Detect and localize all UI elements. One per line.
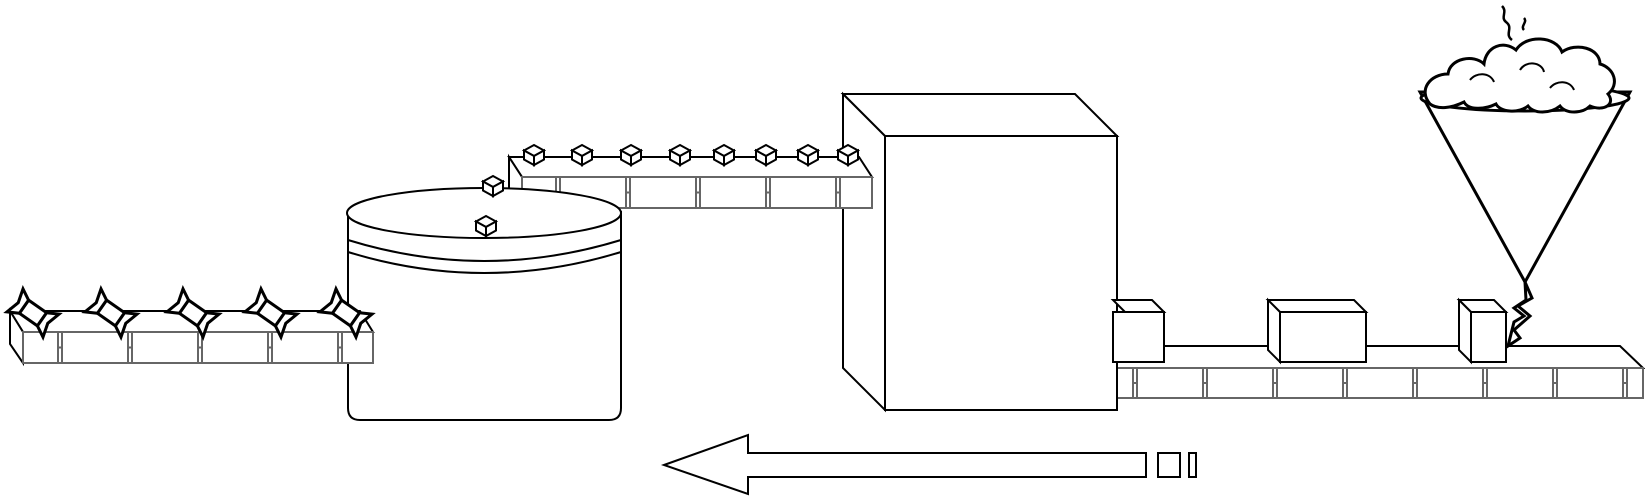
- cloud-icon: [1423, 37, 1616, 114]
- belt-roller: [57, 332, 63, 363]
- funnel-icon: [1417, 83, 1633, 286]
- box-icon: [1265, 297, 1369, 365]
- input-conveyor-belt: [1112, 345, 1645, 399]
- belt-roller: [1552, 368, 1558, 398]
- belt-roller: [765, 177, 771, 208]
- output-belt-rollers: [57, 332, 343, 363]
- input-belt-top: [1112, 345, 1645, 369]
- small-cube-icon: [795, 143, 821, 167]
- input-belt-rollers: [1132, 368, 1628, 398]
- small-cube-icon: [667, 143, 693, 167]
- small-cube-icon: [473, 214, 499, 238]
- wrapped-candy-icon: [3, 285, 63, 341]
- tank-icon: [346, 187, 622, 421]
- belt-roller: [1342, 368, 1348, 398]
- small-cube-icon: [711, 143, 737, 167]
- machine-cube-icon: [840, 91, 1120, 413]
- box-icon: [1456, 297, 1509, 365]
- belt-roller: [127, 332, 133, 363]
- belt-roller: [337, 332, 343, 363]
- small-cube-icon: [480, 174, 506, 198]
- pour-stream-icon: [1505, 281, 1534, 350]
- belt-roller: [1272, 368, 1278, 398]
- output-belt-candies: [3, 285, 376, 341]
- small-cube-icon: [569, 143, 595, 167]
- belt-roller: [1482, 368, 1488, 398]
- steam-icon: [1501, 5, 1527, 41]
- wrapped-candy-icon: [81, 285, 141, 341]
- belt-roller: [1412, 368, 1418, 398]
- belt-roller: [625, 177, 631, 208]
- small-cube-icon: [521, 143, 547, 167]
- small-cube-icon: [753, 143, 779, 167]
- belt-roller: [1202, 368, 1208, 398]
- wrapped-candy-icon: [163, 285, 223, 341]
- wrapped-candy-icon: [241, 285, 301, 341]
- box-icon: [1110, 299, 1167, 363]
- small-cube-icon: [835, 143, 861, 167]
- belt-roller: [1622, 368, 1628, 398]
- belt-roller: [695, 177, 701, 208]
- wrapped-candy-icon: [316, 285, 376, 341]
- elevated-belt-cubes: [521, 143, 861, 167]
- tank-cubes: [473, 174, 506, 238]
- belt-roller: [835, 177, 841, 208]
- belt-roller: [267, 332, 273, 363]
- belt-roller: [1132, 368, 1138, 398]
- input-belt-front: [1112, 367, 1644, 399]
- small-cube-icon: [618, 143, 644, 167]
- flow-arrow-icon: [660, 433, 1197, 496]
